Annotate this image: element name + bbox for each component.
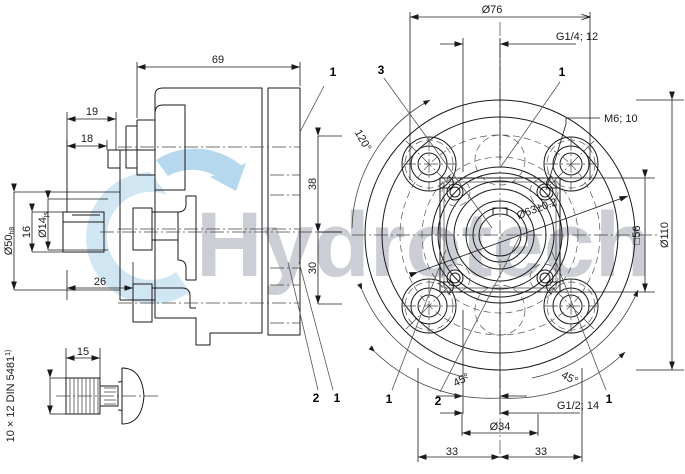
- dim-dia-110: Ø110: [659, 222, 671, 248]
- dim-thread-m6: M6; 10: [604, 113, 638, 125]
- dim-square-56: □56: [631, 226, 643, 245]
- side-callout-2-bot: 2: [313, 391, 320, 405]
- dim-len-33-right: 33: [535, 446, 547, 458]
- dim-len-69: 69: [212, 54, 224, 66]
- side-view-dimension-text: 69 19 18 26 15 Ø50h8 Ø14js 16 38 30 10 ×…: [3, 54, 319, 442]
- front-view-leaders: [383, 77, 607, 393]
- side-view-leaders: [287, 85, 334, 391]
- circular-arrow-logo: [86, 148, 246, 304]
- dim-len-38: 38: [307, 178, 319, 190]
- spline-note: 10 × 12 DIN 54811): [5, 350, 17, 443]
- angle-45-left: 45°: [451, 371, 471, 389]
- front-view-callouts: 3 1 1 2 1: [378, 63, 613, 408]
- side-callout-1-top: 1: [330, 65, 337, 79]
- front-callout-3: 3: [378, 63, 385, 77]
- front-callout-1-bottom-left: 1: [386, 392, 393, 406]
- front-callout-2-bottom: 2: [435, 394, 442, 408]
- watermark: Hydrotech: [86, 148, 651, 304]
- dim-len-18: 18: [81, 133, 93, 145]
- dim-dia-50: Ø50h8: [3, 227, 16, 256]
- front-view-angle-arcs: [351, 99, 639, 399]
- dim-port-g12: G1/2; 14: [557, 400, 599, 412]
- side-view-centerlines: [56, 146, 318, 397]
- dim-len-19: 19: [86, 106, 98, 118]
- dim-dia-14: Ø14js: [37, 212, 50, 238]
- angle-120: 120°: [352, 128, 374, 154]
- dim-len-15: 15: [77, 346, 89, 358]
- dim-dia-34: Ø34: [490, 421, 511, 433]
- dim-len-30: 30: [307, 262, 319, 274]
- front-callout-1-bottom-right: 1: [606, 392, 613, 406]
- watermark-text: Hydrotech: [196, 194, 651, 296]
- dim-port-g14: G1/4; 12: [556, 31, 598, 43]
- front-callout-1-top: 1: [559, 65, 566, 79]
- dim-len-16: 16: [21, 226, 33, 238]
- dim-len-26: 26: [94, 276, 106, 288]
- dim-len-33-left: 33: [446, 446, 458, 458]
- side-callout-1-bot: 1: [334, 391, 341, 405]
- dim-dia-76: Ø76: [482, 4, 503, 16]
- side-view-dimensions: [11, 62, 342, 415]
- side-view-callouts: 1 2 1: [313, 65, 341, 405]
- front-view-dimensions: [408, 12, 684, 462]
